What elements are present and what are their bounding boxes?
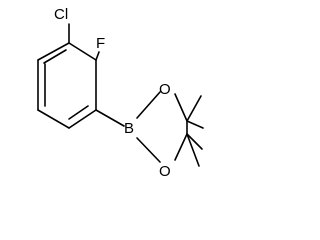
ring-bond <box>37 42 70 61</box>
methyl-bond <box>186 120 204 129</box>
atom-label-f: F <box>96 35 105 52</box>
bond-o-c <box>174 93 188 122</box>
ring-bond <box>68 42 97 61</box>
atom-label-o-bottom: O <box>159 163 171 180</box>
methyl-bond <box>186 95 202 122</box>
structure-canvas: Cl F B O O <box>37 6 204 180</box>
bond-b-o <box>136 137 161 163</box>
bond-b-o <box>136 91 161 119</box>
ring-double-bond <box>68 105 89 120</box>
bond-c-b <box>95 109 125 127</box>
ring-bond <box>68 109 97 129</box>
atom-label-o-top: O <box>159 81 171 98</box>
bond-o-c <box>174 133 188 161</box>
methyl-bond <box>186 133 200 167</box>
atom-label-cl: Cl <box>54 6 68 23</box>
atom-label-b: B <box>124 120 134 137</box>
methyl-bond <box>186 133 203 150</box>
bond-c-f <box>95 51 100 61</box>
molecule-structure: Cl F B O O <box>37 6 204 180</box>
ring-bond <box>37 109 70 129</box>
ring-double-bond <box>43 49 67 64</box>
